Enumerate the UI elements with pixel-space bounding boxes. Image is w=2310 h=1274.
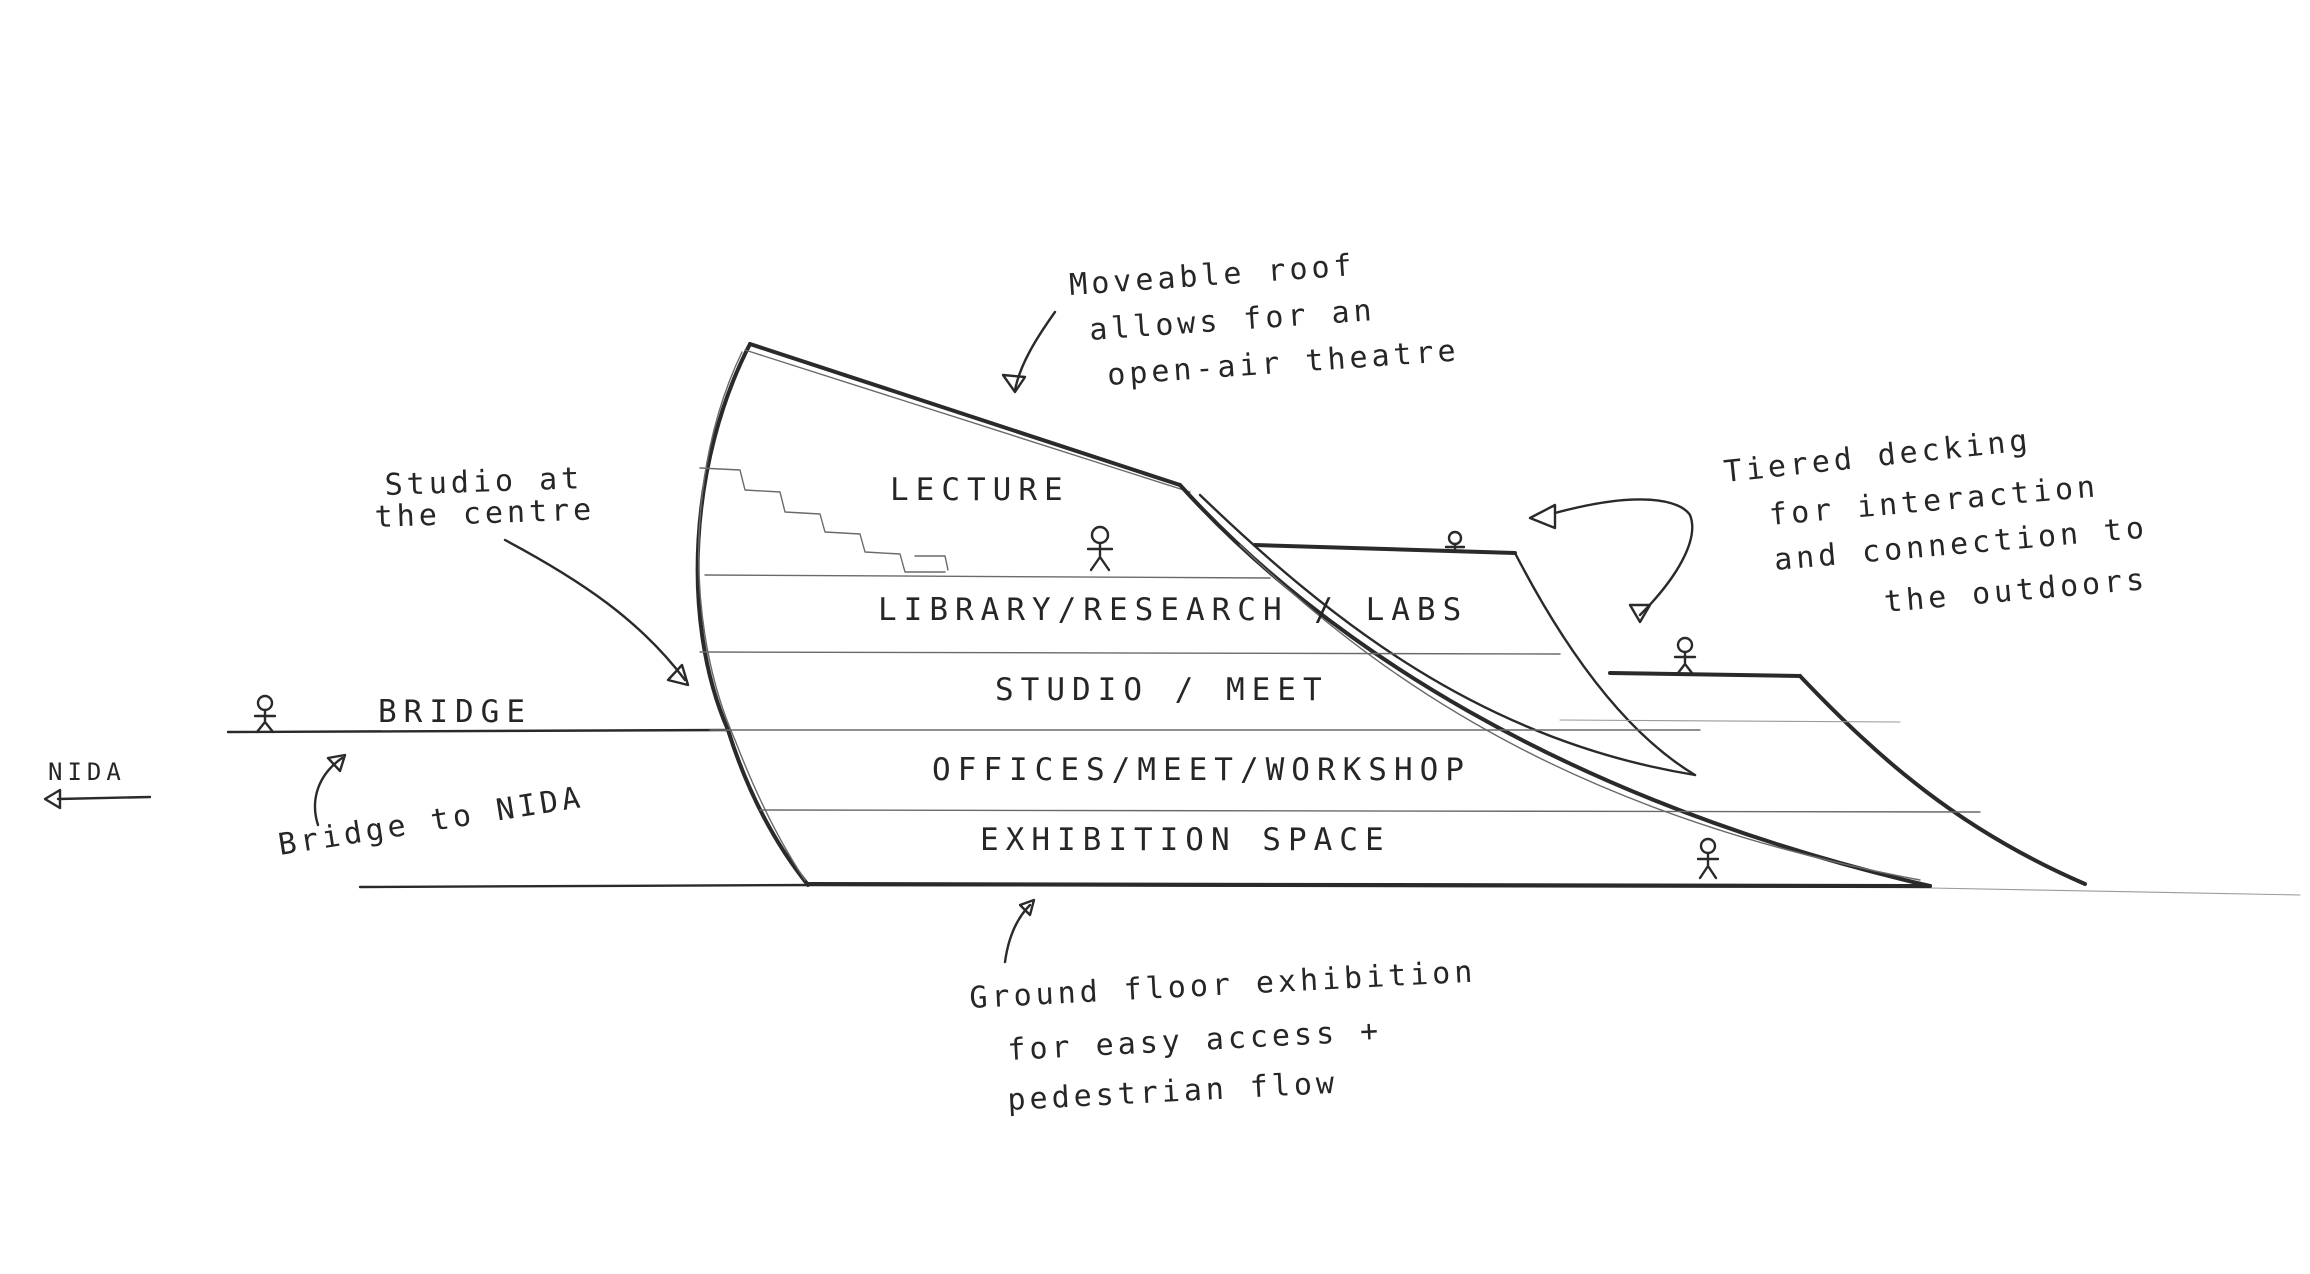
floor-line-extension [1559, 719, 1901, 723]
nida-arrow-icon [43, 788, 152, 810]
note-studio-line: Studio at [384, 461, 584, 503]
lower-deck-slope [1798, 674, 2087, 886]
label-bridge: BRIDGE [378, 694, 532, 730]
label-exhibition: EXHIBITION SPACE [980, 822, 1391, 858]
label-offices: OFFICES/MEET/WORKSHOP [932, 752, 1471, 788]
note-decking-line: the outdoors [1883, 562, 2150, 620]
note-ground-line: pedestrian flow [1007, 1066, 1339, 1118]
person-icon [1086, 525, 1114, 572]
studio-arrow-icon [503, 538, 690, 687]
building-back-diagonal-3 [1239, 544, 1921, 881]
label-lecture: LECTURE [890, 472, 1070, 508]
building-back-diagonal-2 [1198, 493, 1697, 777]
lecture-steps [699, 467, 946, 573]
note-studio: Studio at the centre [374, 461, 596, 535]
note-decking: Tiered decking for interaction and conne… [1722, 423, 2149, 620]
floor-line-library [699, 651, 1561, 655]
lower-deck [1608, 671, 1802, 678]
note-ground: Ground floor exhibition for easy access … [969, 954, 1478, 1118]
building-base [806, 882, 1932, 888]
building-front-curve [695, 342, 810, 887]
bridge-arrow-icon [313, 753, 347, 827]
ground-arrow-icon [1003, 898, 1036, 964]
person-icon [1673, 636, 1697, 675]
floor-line-offices [759, 809, 1981, 813]
note-roof: Moveable roof allows for an open-air the… [1068, 248, 1461, 393]
person-icon [1696, 837, 1720, 880]
note-studio-line: the centre [374, 492, 596, 535]
roof-arrow-icon [1001, 310, 1057, 394]
upper-deck [1253, 543, 1517, 555]
label-library: LIBRARY/RESEARCH / LABS [878, 592, 1468, 628]
note-roof-line: Moveable roof [1068, 248, 1357, 303]
moveable-roof [748, 342, 1182, 487]
person-icon [253, 694, 277, 734]
ground-line-right [1929, 887, 2301, 896]
note-ground-line: for easy access + [1007, 1013, 1383, 1068]
label-studio: STUDIO / MEET [995, 672, 1329, 708]
bridge-deck [226, 728, 730, 734]
note-ground-line: Ground floor exhibition [969, 954, 1478, 1016]
person-icon [1444, 530, 1466, 552]
moveable-roof-sketch [744, 349, 1191, 493]
note-roof-line: allows for an [1088, 293, 1377, 348]
upper-deck-slope [1513, 551, 1697, 777]
floor-line-lecture [704, 574, 1271, 579]
lecture-steps-detail [914, 555, 949, 571]
note-bridge: Bridge to NIDA [276, 780, 587, 863]
label-nida: NIDA [48, 758, 126, 786]
building-front-curve-sketch [698, 351, 806, 881]
decking-arrow-icon [1528, 498, 1694, 624]
